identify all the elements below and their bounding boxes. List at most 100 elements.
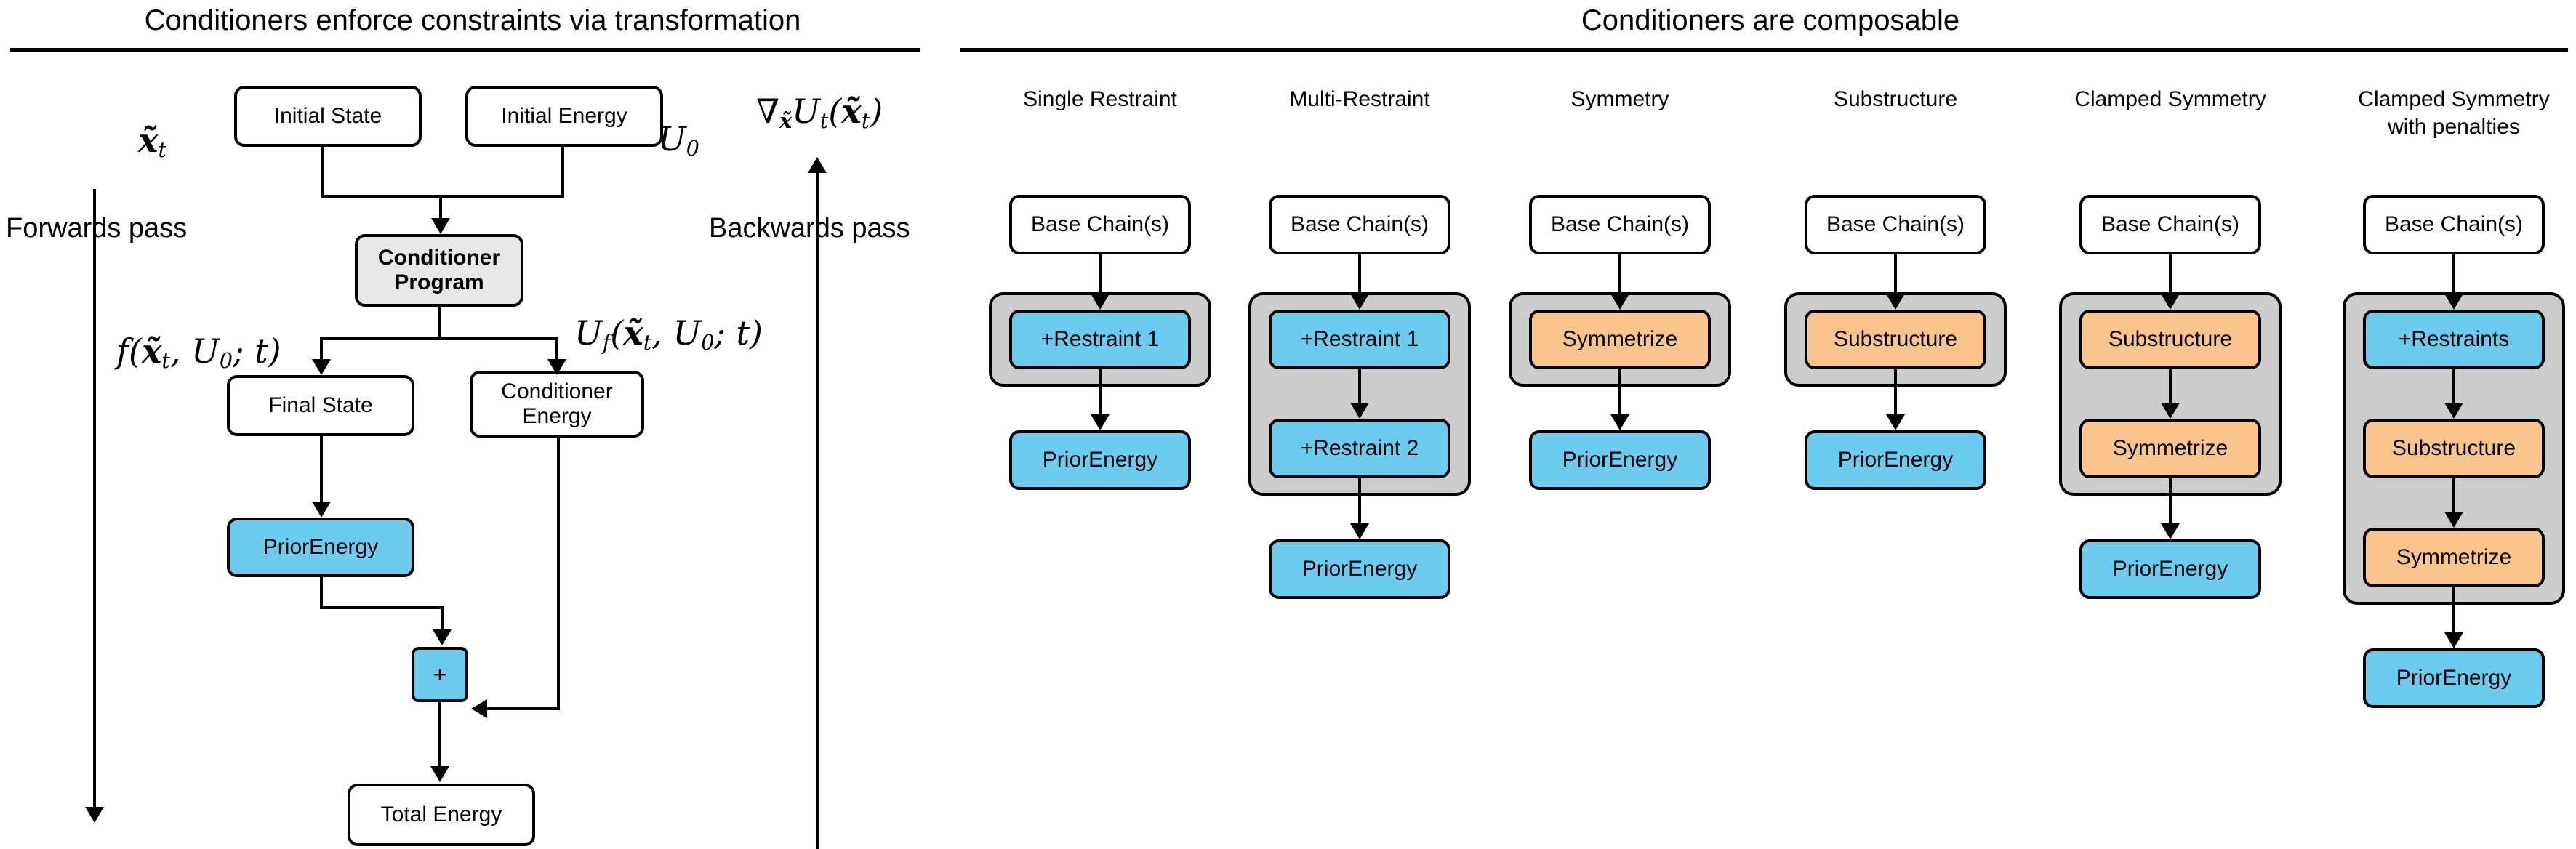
node-tail-6-1: PriorEnergy (2363, 648, 2545, 708)
arrow-base-to-group-2 (1350, 294, 1369, 310)
arrow-group-to-tail-2-1 (1350, 523, 1369, 539)
edge-prior-h (320, 606, 444, 609)
backwards-pass-axis (816, 173, 819, 849)
arrow-base-to-group-1 (1091, 294, 1110, 310)
node-tail-2-1: PriorEnergy (1269, 539, 1450, 599)
node-initial-state: Initial State (234, 86, 422, 147)
edge-group-6-2 (2452, 478, 2455, 513)
node-conditioner-program-label: Conditioner Program (377, 245, 501, 295)
node-group-2-1: +Restraint 1 (1269, 310, 1450, 369)
node-base-chain-5: Base Chain(s) (2079, 195, 2261, 254)
forwards-pass-axis (93, 189, 96, 814)
node-tail-3-1: PriorEnergy (1529, 430, 1711, 490)
edge-base-to-group-4 (1894, 254, 1897, 297)
arrow-group-to-tail-4-1 (1886, 414, 1905, 430)
arrow-group-6-1 (2444, 403, 2463, 419)
column-title-3: Symmetry (1570, 87, 1669, 111)
edge-prior-v1 (320, 577, 323, 609)
node-initial-energy: Initial Energy (465, 86, 663, 147)
arrow-into-total-energy (430, 766, 449, 782)
arrow-group-to-tail-1-1 (1091, 414, 1110, 430)
node-prior-energy: PriorEnergy (227, 518, 414, 577)
node-group-3-1: Symmetrize (1529, 310, 1711, 369)
node-group-4-1: Substructure (1805, 310, 1986, 369)
column-title-6: Clamped Symmetry with penalties (2358, 87, 2550, 139)
arrow-group-6-2 (2444, 512, 2463, 528)
arrow-base-to-group-5 (2161, 294, 2180, 310)
edge-cond-left-v (320, 337, 323, 363)
arrow-group-to-tail-3-1 (1610, 414, 1629, 430)
column-title-1: Single Restraint (1023, 87, 1177, 111)
edge-group-to-tail-6-1 (2452, 584, 2455, 632)
arrow-into-sum-right (471, 699, 487, 718)
edge-group-5-1 (2169, 369, 2172, 404)
edge-group-to-tail-2-1 (1358, 475, 1361, 523)
forwards-pass-arrowhead (85, 807, 104, 823)
arrow-group-to-tail-5-1 (2161, 523, 2180, 539)
arrow-group-5-1 (2161, 403, 2180, 419)
backwards-pass-arrowhead (808, 157, 827, 173)
backwards-pass-label: Backwards pass (709, 213, 910, 244)
node-conditioner-program: Conditioner Program (355, 234, 523, 307)
arrow-into-conditioner-energy (547, 359, 566, 375)
edge-group-to-tail-4-1 (1894, 366, 1897, 414)
node-final-state: Final State (227, 375, 414, 436)
right-panel-rule (960, 48, 2568, 52)
column-title-2: Multi-Restraint (1289, 87, 1430, 111)
edge-initstate-v1 (321, 147, 324, 198)
node-tail-1-1: PriorEnergy (1009, 430, 1191, 490)
node-tail-5-1: PriorEnergy (2079, 539, 2261, 599)
forwards-pass-label: Forwards pass (6, 213, 188, 244)
edge-base-to-group-1 (1099, 254, 1102, 297)
node-group-6-3: Symmetrize (2363, 528, 2545, 587)
edge-cond-out-v (438, 307, 441, 340)
node-group-5-2: Symmetrize (2079, 419, 2261, 478)
arrow-base-to-group-6 (2444, 294, 2463, 310)
edge-prior-v2 (441, 606, 444, 634)
right-panel-title: Conditioners are composable (1581, 4, 1960, 36)
node-sum: + (412, 647, 468, 702)
final-energy-fn-symbol: Uf(x̃t, U0; t) (574, 313, 763, 355)
edge-group-6-1 (2452, 369, 2455, 404)
arrow-base-to-group-4 (1886, 294, 1905, 310)
edge-finalstate-prior (320, 436, 323, 506)
left-panel-rule (10, 48, 920, 52)
arrow-into-conditioner (431, 218, 450, 234)
edge-cond-out-h (320, 337, 558, 340)
edge-base-to-group-6 (2452, 254, 2455, 297)
node-conditioner-energy-label: Conditioner Energy (501, 379, 613, 429)
arrow-base-to-group-3 (1610, 294, 1629, 310)
node-group-2-2: +Restraint 2 (1269, 419, 1450, 478)
node-group-6-2: Substructure (2363, 419, 2545, 478)
edge-cond-right-v (555, 337, 558, 363)
arrow-group-to-tail-6-1 (2444, 632, 2463, 648)
edge-group-to-tail-1-1 (1099, 366, 1102, 414)
node-base-chain-2: Base Chain(s) (1269, 195, 1450, 254)
edge-condenergy-v (557, 438, 560, 710)
edge-initenergy-h (441, 195, 564, 198)
node-base-chain-1: Base Chain(s) (1009, 195, 1191, 254)
arrow-into-prior-energy (312, 502, 331, 518)
node-tail-4-1: PriorEnergy (1805, 430, 1986, 490)
node-base-chain-4: Base Chain(s) (1805, 195, 1986, 254)
arrow-group-2-1 (1350, 403, 1369, 419)
edge-group-2-1 (1358, 369, 1361, 404)
edge-initstate-v2 (439, 195, 442, 231)
node-group-5-1: Substructure (2079, 310, 2261, 369)
edge-group-to-tail-5-1 (2169, 475, 2172, 523)
edge-base-to-group-3 (1618, 254, 1621, 297)
gradient-symbol: ∇x̃Ut(x̃t) (756, 92, 883, 134)
column-title-4: Substructure (1833, 87, 1958, 111)
node-group-6-1: +Restraints (2363, 310, 2545, 369)
initial-energy-symbol: U0 (658, 119, 699, 161)
arrow-into-final-state (312, 359, 331, 375)
edge-condenergy-h (486, 707, 560, 710)
edge-sum-total (438, 702, 441, 772)
node-conditioner-energy: Conditioner Energy (470, 371, 644, 438)
edge-base-to-group-2 (1358, 254, 1361, 297)
node-total-energy: Total Energy (348, 784, 535, 846)
arrow-into-sum-top (433, 629, 452, 645)
edge-group-to-tail-3-1 (1618, 366, 1621, 414)
column-title-5: Clamped Symmetry (2074, 87, 2266, 111)
input-state-symbol: x̃t (138, 121, 166, 163)
